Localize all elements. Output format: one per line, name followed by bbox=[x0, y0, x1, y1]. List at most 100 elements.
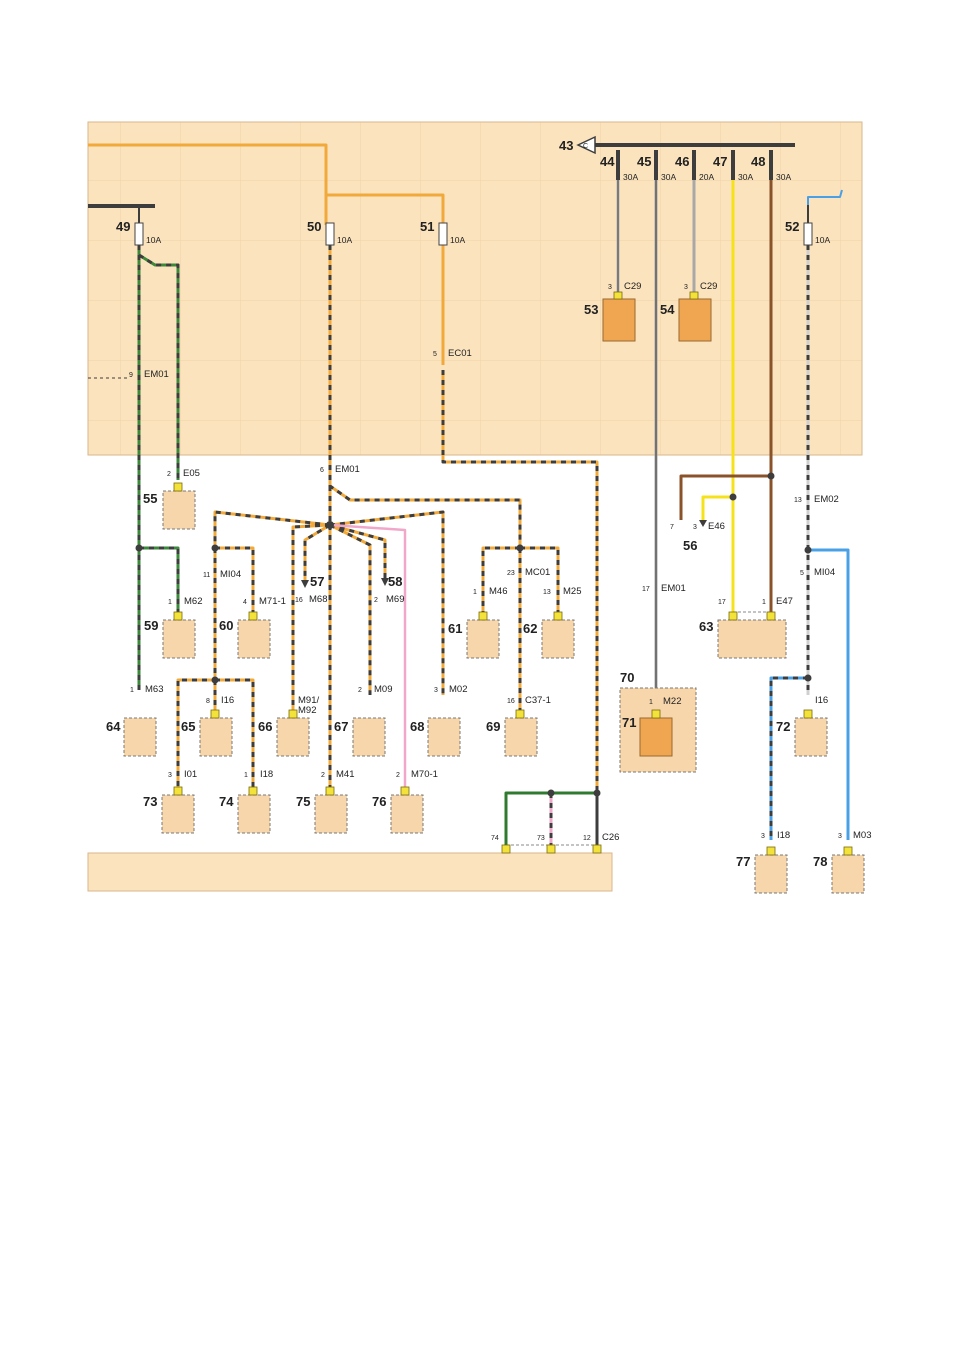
connector-mi04b-label: MI04 bbox=[814, 567, 835, 578]
connector-c26-pin74: 74 bbox=[491, 835, 499, 842]
component-73-number: 73 bbox=[143, 794, 157, 809]
component-77-number: 77 bbox=[736, 854, 750, 869]
component-77-connector: I18 bbox=[777, 830, 790, 841]
component-65-pin: 8 bbox=[206, 698, 210, 705]
component-59-number: 59 bbox=[144, 618, 158, 633]
component-63-number: 63 bbox=[699, 619, 713, 634]
component-78-connector: M03 bbox=[853, 830, 871, 841]
component-53-connector: C29 bbox=[624, 281, 641, 292]
component-60-pin: 4 bbox=[243, 599, 247, 606]
component-74-number: 74 bbox=[219, 794, 234, 809]
component-76-connector: M70-1 bbox=[411, 769, 438, 780]
fuse-46-rating: 20A bbox=[699, 172, 714, 182]
component-69-connector: C37-1 bbox=[525, 695, 551, 706]
fuse-52: 52 bbox=[785, 219, 799, 234]
busbar-number: 43 bbox=[559, 138, 573, 153]
component-63-connector: E47 bbox=[776, 596, 793, 607]
connector-em01c-label: EM01 bbox=[661, 583, 686, 594]
connector-c26-label: C26 bbox=[602, 832, 619, 843]
component-64-number: 64 bbox=[106, 719, 121, 734]
component-68-number: 68 bbox=[410, 719, 424, 734]
component-57-pin: 16 bbox=[295, 597, 303, 604]
component-62-pin: 13 bbox=[543, 589, 551, 596]
component-66-number: 66 bbox=[258, 719, 272, 734]
component-75-connector: M41 bbox=[336, 769, 354, 780]
component-57-connector: M68 bbox=[309, 594, 327, 605]
connector-c26-pin73: 73 bbox=[537, 835, 545, 842]
component-72-number: 72 bbox=[776, 719, 790, 734]
connector-em01-pin: 9 bbox=[129, 372, 133, 379]
component-labels: 5 3 3 C29 54 3 C29 55 2 E05 56 7 3 E46 57… bbox=[106, 281, 871, 869]
component-61-connector: M46 bbox=[489, 586, 507, 597]
component-69-pin: 16 bbox=[507, 698, 515, 705]
component-73-connector: I01 bbox=[184, 769, 197, 780]
component-65-connector: I16 bbox=[221, 695, 234, 706]
component-63-pin: 17 bbox=[718, 599, 726, 606]
component-53-pin: 3 bbox=[608, 284, 612, 291]
fuse-48-rating: 30A bbox=[776, 172, 791, 182]
component-61-number: 61 bbox=[448, 621, 462, 636]
component-56-number: 56 bbox=[683, 538, 697, 553]
component-54-number: 54 bbox=[660, 302, 675, 317]
component-66-connector: M91/ bbox=[298, 695, 319, 706]
component-68-pin: 3 bbox=[434, 687, 438, 694]
component-58-pin: 2 bbox=[374, 597, 378, 604]
component-71-pin: 1 bbox=[649, 699, 653, 706]
component-64-pin: 1 bbox=[130, 687, 134, 694]
component-66-connector2: M92 bbox=[298, 705, 316, 716]
component-78-pin: 3 bbox=[838, 833, 842, 840]
component-72-connector: I16 bbox=[815, 695, 828, 706]
component-77-pin: 3 bbox=[761, 833, 765, 840]
component-55-connector: E05 bbox=[183, 468, 200, 479]
fuse-45: 45 bbox=[637, 154, 651, 169]
busbar-symbol-label: C bbox=[583, 143, 588, 150]
component-58-connector: M69 bbox=[386, 594, 404, 605]
component-68-connector: M02 bbox=[449, 684, 467, 695]
component-67-connector: M09 bbox=[374, 684, 392, 695]
component-62-number: 62 bbox=[523, 621, 537, 636]
component-54-connector: C29 bbox=[700, 281, 717, 292]
fuse-44-rating: 30A bbox=[623, 172, 638, 182]
component-73-pin: 3 bbox=[168, 772, 172, 779]
connector-mc01-label: MC01 bbox=[525, 567, 550, 578]
component-62-connector: M25 bbox=[563, 586, 581, 597]
component-57-number: 57 bbox=[310, 574, 324, 589]
component-58-number: 58 bbox=[388, 574, 402, 589]
connector-ec01-label: EC01 bbox=[448, 348, 472, 359]
component-55-number: 55 bbox=[143, 491, 157, 506]
fuse-47-rating: 30A bbox=[738, 172, 753, 182]
component-63-pin2: 1 bbox=[762, 599, 766, 606]
component-75-pin: 2 bbox=[321, 772, 325, 779]
connector-em01b-label: EM01 bbox=[335, 464, 360, 475]
component-60-connector: M71-1 bbox=[259, 596, 286, 607]
component-60-number: 60 bbox=[219, 618, 233, 633]
component-59-pin: 1 bbox=[168, 599, 172, 606]
connector-ec01-pin: 5 bbox=[433, 351, 437, 358]
inline-connectors: 9 EM01 5 EC01 6 EM01 13 EM02 11 MI04 23 … bbox=[129, 348, 839, 843]
component-76-number: 76 bbox=[372, 794, 386, 809]
component-74-pin: 1 bbox=[244, 772, 248, 779]
lower-panel bbox=[87, 852, 613, 892]
component-74-connector: I18 bbox=[260, 769, 273, 780]
fuse-50-rating: 10A bbox=[337, 235, 352, 245]
fuse-elements bbox=[134, 222, 813, 246]
busbar-symbol bbox=[576, 135, 596, 155]
connector-em02-pin: 13 bbox=[794, 497, 802, 504]
fuse-52-rating: 10A bbox=[815, 235, 830, 245]
component-56-connector: E46 bbox=[708, 521, 725, 532]
fuse-51-rating: 10A bbox=[450, 235, 465, 245]
connector-em02-label: EM02 bbox=[814, 494, 839, 505]
component-67-number: 67 bbox=[334, 719, 348, 734]
component-55-pin: 2 bbox=[167, 471, 171, 478]
component-56-pin: 3 bbox=[693, 524, 697, 531]
fuse-47: 47 bbox=[713, 154, 727, 169]
fuse-46: 46 bbox=[675, 154, 689, 169]
component-69-number: 69 bbox=[486, 719, 500, 734]
connector-c26-pin12: 12 bbox=[583, 835, 591, 842]
component-56-pin2: 7 bbox=[670, 524, 674, 531]
component-64-connector: M63 bbox=[145, 684, 163, 695]
connector-mc01-pin: 23 bbox=[507, 570, 515, 577]
fuse-48: 48 bbox=[751, 154, 765, 169]
connector-em01-label: EM01 bbox=[144, 369, 169, 380]
